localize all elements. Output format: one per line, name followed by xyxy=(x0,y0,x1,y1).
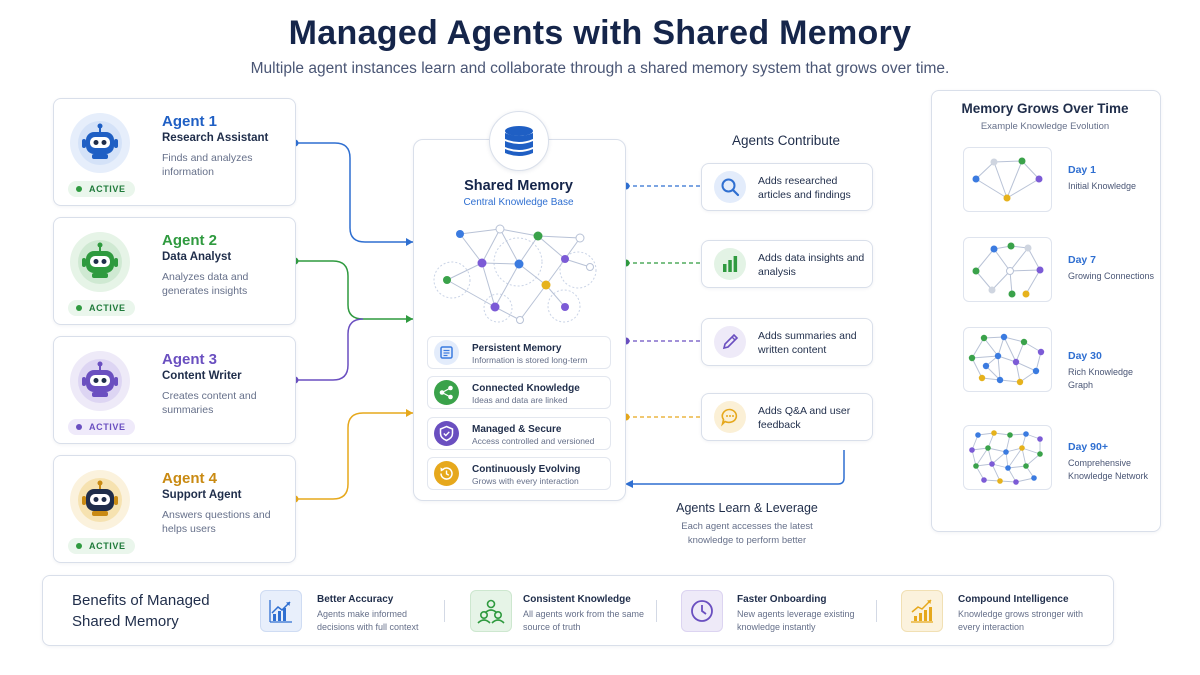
agent-name: Agent 2 xyxy=(162,232,218,249)
divider xyxy=(656,600,657,622)
status-badge: ACTIVE xyxy=(68,181,135,197)
agent-role: Data Analyst xyxy=(162,251,232,263)
divider xyxy=(444,600,445,622)
agent-card-1[interactable]: ACTIVE Agent 1 Research Assistant Finds … xyxy=(53,98,296,206)
status-badge: ACTIVE xyxy=(68,300,135,316)
contribution-research: Adds researched articles and findings xyxy=(701,163,873,211)
learn-title: Agents Learn & Leverage xyxy=(676,501,818,515)
knowledge-graph xyxy=(433,224,597,324)
contribution-data: Adds data insights and analysis xyxy=(701,240,873,288)
timeline-day: Day 90+ xyxy=(1068,441,1108,453)
benefits-title: Benefits of Managed Shared Memory xyxy=(72,592,210,630)
bar-chart-icon xyxy=(714,248,746,280)
page-subtitle: Multiple agent instances learn and colla… xyxy=(250,60,950,77)
contribute-title: Agents Contribute xyxy=(731,133,841,148)
robot-icon xyxy=(70,232,130,292)
benefit-title: Compound Intelligence xyxy=(958,594,1069,605)
agent-card-4[interactable]: ACTIVE Agent 4 Support Agent Answers que… xyxy=(53,455,296,563)
benefit-title: Better Accuracy xyxy=(317,594,394,605)
timeline-desc: Initial Knowledge xyxy=(1068,181,1137,191)
agent-name: Agent 4 xyxy=(162,470,218,487)
history-icon xyxy=(434,461,459,486)
chat-icon xyxy=(714,401,746,433)
status-badge: ACTIVE xyxy=(68,538,135,554)
timeline-desc: Rich Knowledge Graph xyxy=(1068,367,1134,390)
status-badge: ACTIVE xyxy=(68,419,135,435)
team-icon xyxy=(470,590,512,632)
timeline-graph-day30 xyxy=(963,327,1052,392)
timeline-graph-day90 xyxy=(963,425,1052,490)
shared-memory-subtitle: Central Knowledge Base xyxy=(463,197,574,208)
timeline-desc: Comprehensive Knowledge Network xyxy=(1068,458,1149,481)
learn-description: Each agent accesses the latest knowledge… xyxy=(681,521,813,546)
contribution-text: Adds Q&A and user feedback xyxy=(758,405,851,431)
agent-name: Agent 3 xyxy=(162,351,218,368)
benefit-title: Consistent Knowledge xyxy=(523,594,631,605)
agent-description: Creates content and summaries xyxy=(162,390,257,416)
benefit-desc: Knowledge grows stronger with every inte… xyxy=(958,609,1084,632)
feature-desc: Access controlled and versioned xyxy=(472,436,595,446)
feature-continuously-evolving: Continuously Evolving Grows with every i… xyxy=(427,457,611,490)
shared-memory-title: Shared Memory xyxy=(464,178,573,194)
agent-card-2[interactable]: ACTIVE Agent 2 Data Analyst Analyzes dat… xyxy=(53,217,296,325)
feature-desc: Information is stored long-term xyxy=(472,355,588,365)
agent-description: Finds and analyzes information xyxy=(162,152,253,178)
agent-name: Agent 1 xyxy=(162,113,218,130)
database-icon xyxy=(489,111,549,171)
benefit-desc: All agents work from the same source of … xyxy=(523,609,645,632)
contribution-text: Adds summaries and written content xyxy=(758,330,857,356)
shield-icon xyxy=(434,421,459,446)
agent-role: Support Agent xyxy=(162,489,242,501)
robot-icon xyxy=(70,351,130,411)
benefit-desc: New agents leverage existing knowledge i… xyxy=(737,609,855,632)
share-icon xyxy=(434,380,459,405)
feature-persistent-memory: Persistent Memory Information is stored … xyxy=(427,336,611,369)
timeline-subtitle: Example Knowledge Evolution xyxy=(980,121,1110,132)
feature-desc: Ideas and data are linked xyxy=(472,395,568,405)
timeline-title: Memory Grows Over Time xyxy=(961,101,1129,116)
robot-icon xyxy=(70,470,130,530)
feature-title: Continuously Evolving xyxy=(472,464,581,475)
feature-title: Managed & Secure xyxy=(472,424,562,435)
contribution-text: Adds researched articles and findings xyxy=(758,175,851,201)
growth-chart-icon xyxy=(901,590,943,632)
divider xyxy=(876,600,877,622)
search-icon xyxy=(714,171,746,203)
page-title: Managed Agents with Shared Memory xyxy=(288,14,912,52)
clock-icon xyxy=(681,590,723,632)
feature-desc: Grows with every interaction xyxy=(472,476,579,486)
agent-role: Content Writer xyxy=(162,370,242,382)
timeline-day: Day 30 xyxy=(1068,350,1102,362)
feature-title: Persistent Memory xyxy=(472,343,562,354)
benefit-title: Faster Onboarding xyxy=(737,594,827,605)
feature-managed-secure: Managed & Secure Access controlled and v… xyxy=(427,417,611,450)
contribution-text: Adds data insights and analysis xyxy=(758,252,865,278)
trend-chart-icon xyxy=(260,590,302,632)
agent-description: Answers questions and helps users xyxy=(162,509,271,535)
robot-icon xyxy=(70,113,130,173)
document-icon xyxy=(434,340,459,365)
pencil-icon xyxy=(714,326,746,358)
timeline-graph-day1 xyxy=(963,147,1052,212)
feature-title: Connected Knowledge xyxy=(472,383,580,394)
timeline-day: Day 7 xyxy=(1068,254,1097,266)
agent-role: Research Assistant xyxy=(162,132,269,144)
contribution-feedback: Adds Q&A and user feedback xyxy=(701,393,873,441)
agent-card-3[interactable]: ACTIVE Agent 3 Content Writer Creates co… xyxy=(53,336,296,444)
timeline-graph-day7 xyxy=(963,237,1052,302)
timeline-day: Day 1 xyxy=(1068,164,1097,176)
agent-description: Analyzes data and generates insights xyxy=(162,271,249,297)
timeline-desc: Growing Connections xyxy=(1068,271,1155,281)
benefit-desc: Agents make informed decisions with full… xyxy=(317,609,419,632)
contribution-content: Adds summaries and written content xyxy=(701,318,873,366)
feature-connected-knowledge: Connected Knowledge Ideas and data are l… xyxy=(427,376,611,409)
